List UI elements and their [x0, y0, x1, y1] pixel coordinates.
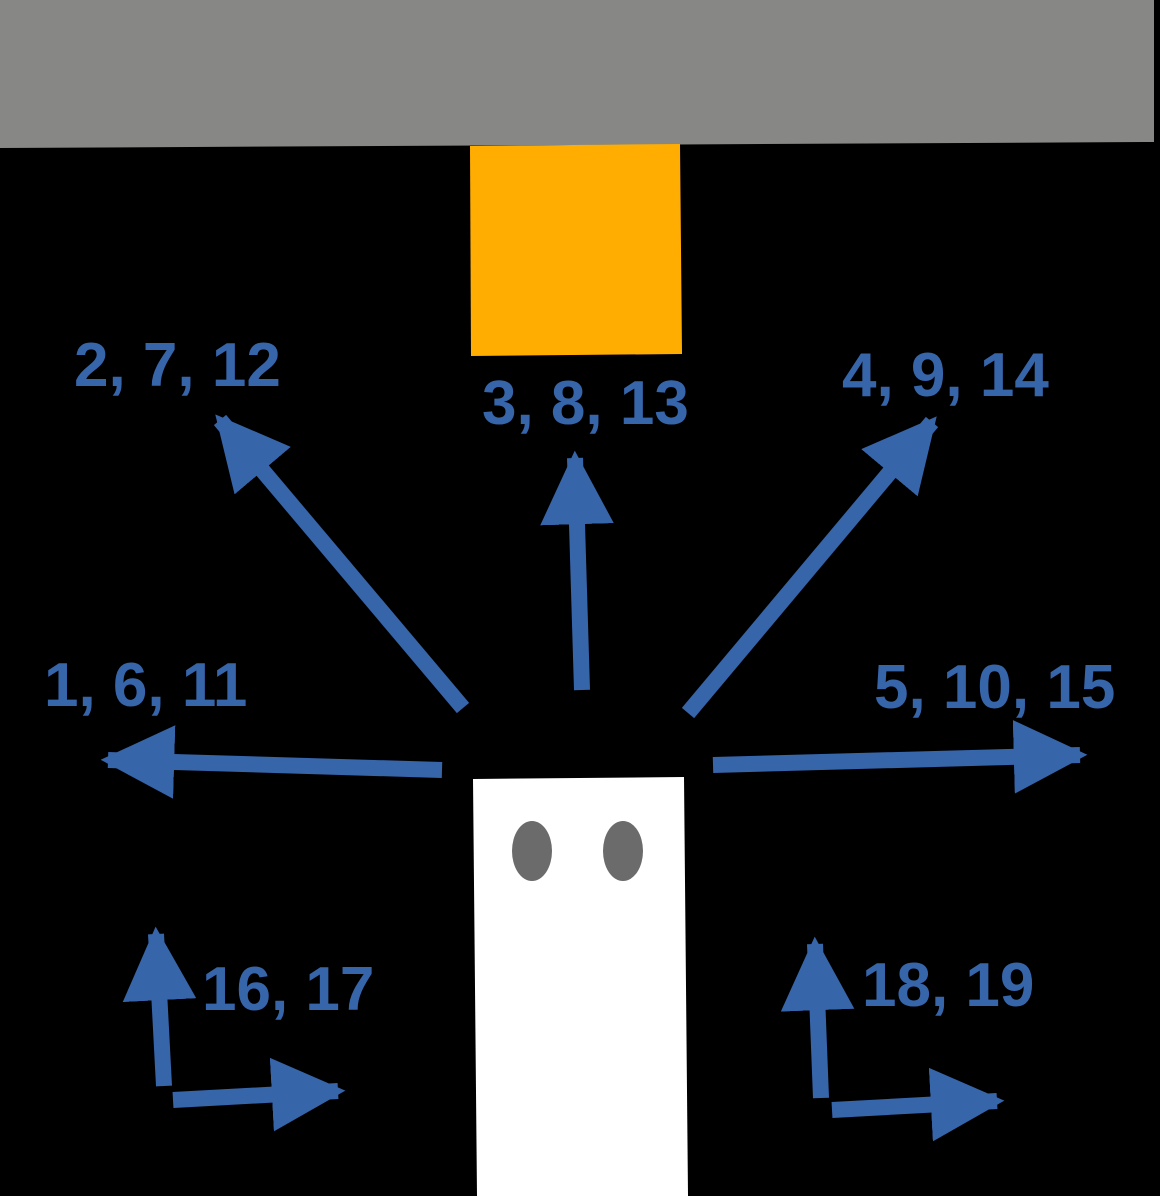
arrow-corner-right-right [831, 1067, 1005, 1142]
arrow-left [100, 725, 443, 799]
arrow-up-right [681, 416, 939, 719]
robot-eye-left [512, 821, 552, 881]
wall [0, 0, 1154, 148]
label-up: 3, 8, 13 [482, 369, 689, 438]
label-right: 5, 10, 15 [874, 653, 1115, 722]
robot-eye-right [603, 821, 643, 881]
arrow-up-left [213, 414, 470, 714]
label-corner-left: 16, 17 [202, 955, 374, 1024]
label-up-right: 4, 9, 14 [842, 341, 1049, 410]
arrow-up [540, 450, 614, 691]
arrow-corner-right-up [780, 936, 855, 1099]
arrow-corner-left-right [172, 1057, 346, 1132]
target-block [470, 144, 682, 356]
robot-body [473, 777, 688, 1196]
label-corner-right: 18, 19 [862, 951, 1034, 1020]
label-left: 1, 6, 11 [44, 651, 247, 720]
arrow-right [712, 720, 1088, 794]
arrow-corner-left-up [122, 926, 197, 1087]
label-up-left: 2, 7, 12 [74, 331, 281, 400]
